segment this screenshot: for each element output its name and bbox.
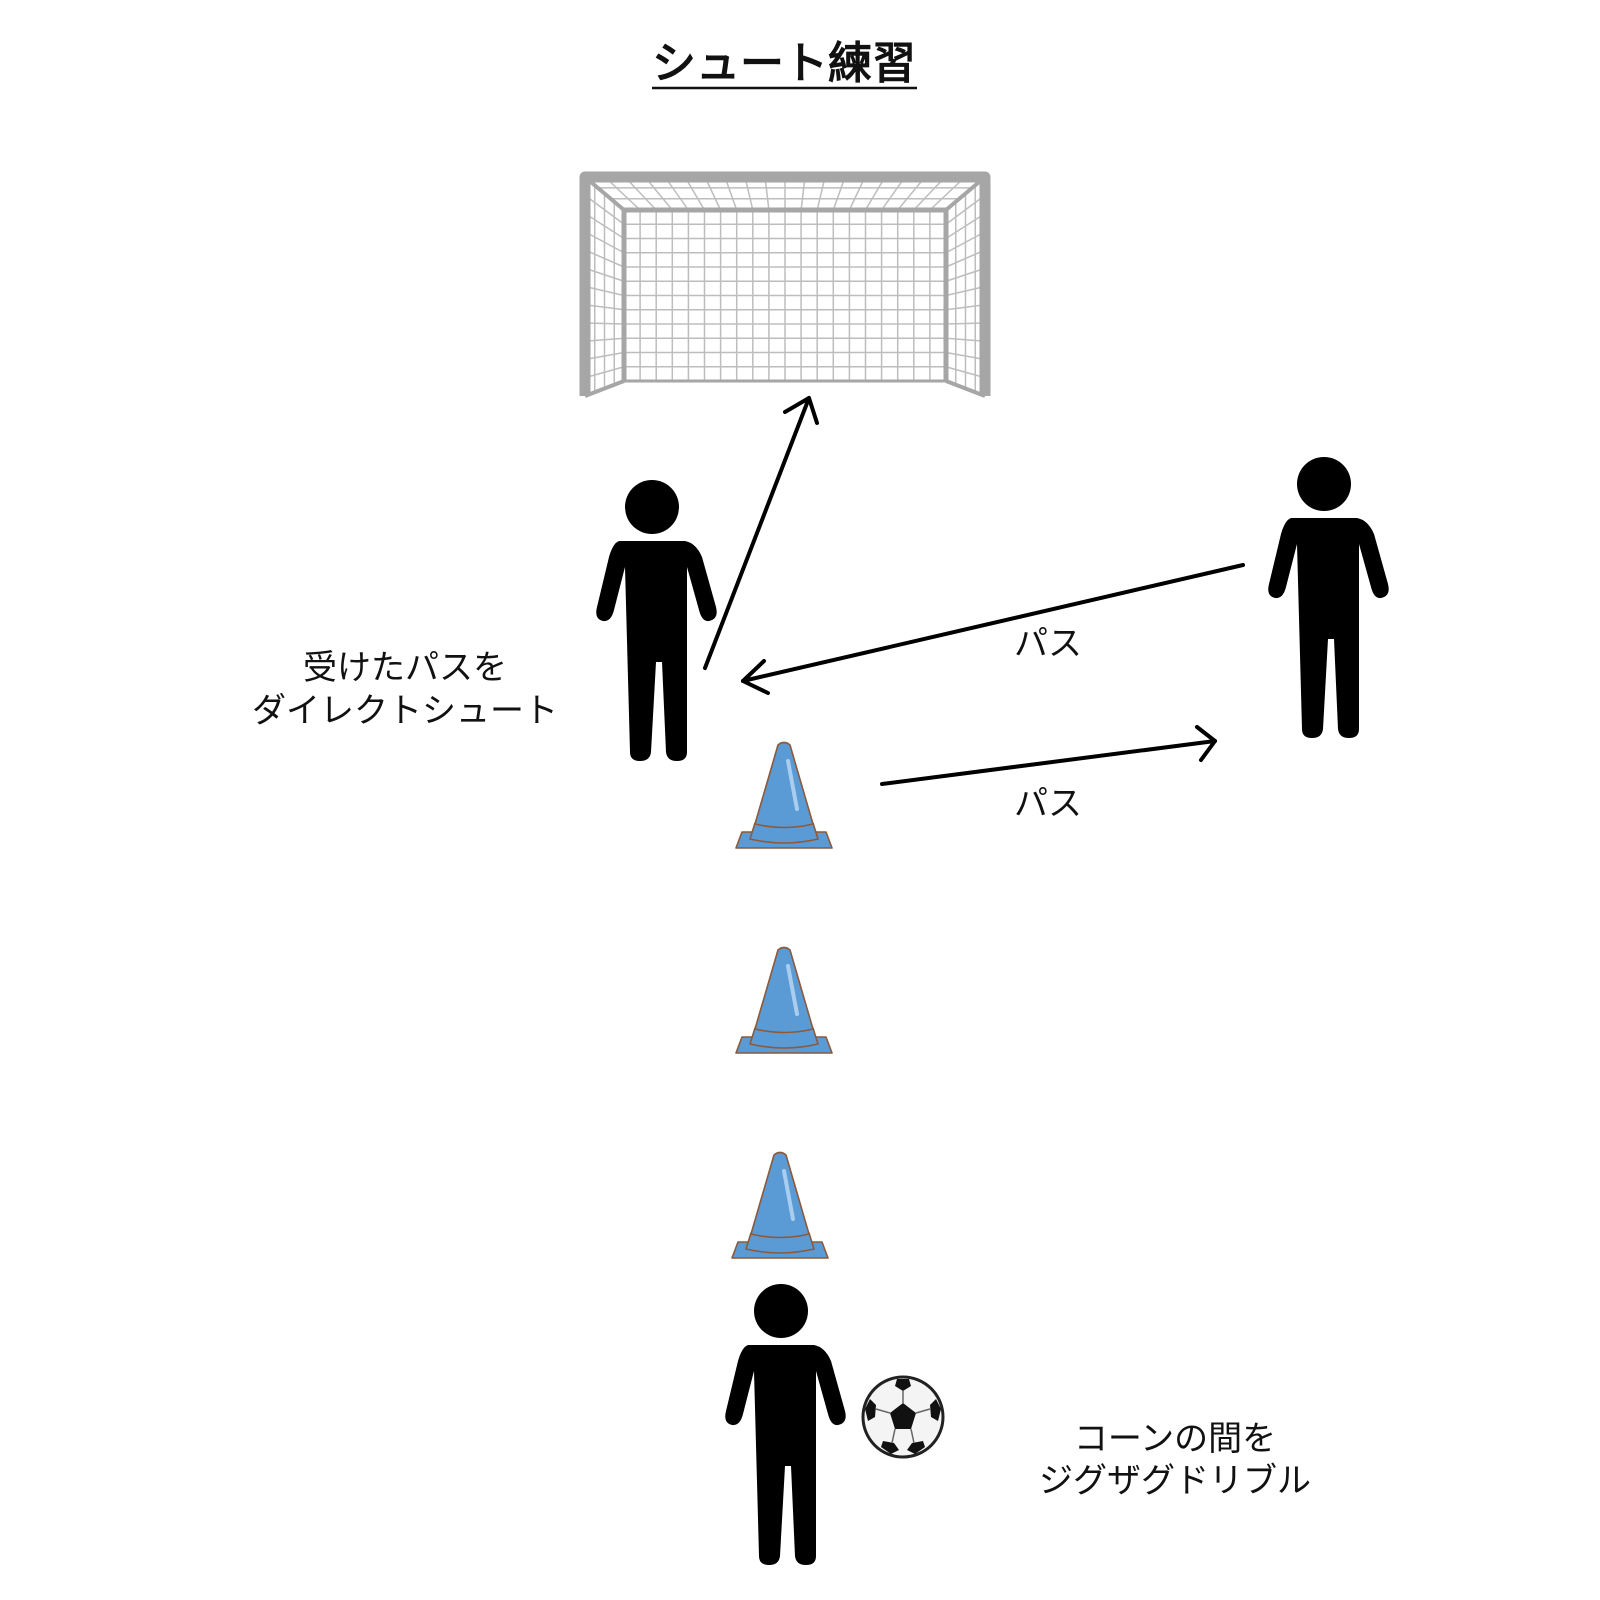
dribbler-label-line1: コーンの間を [1074,1419,1276,1459]
pass-arrow-to-shooter [741,563,1245,695]
person-icon [1268,457,1389,738]
soccer-ball-icon [861,1375,945,1459]
goal-icon [579,171,991,398]
goal-net [623,209,946,382]
person-icon [596,480,717,761]
pass-label-upper: パス [1014,624,1082,664]
page-title: シュート練習 [652,38,916,89]
cone-icon [734,740,834,850]
person-icon [725,1284,846,1565]
cone-icon [734,945,834,1055]
pass-arrow-to-passer [880,725,1217,786]
shooter-label-line1: 受けたパスを [303,648,507,688]
cone-icon [730,1150,830,1260]
pass-label-lower: パス [1014,784,1082,824]
goal-frame [579,171,991,398]
dribbler-label-line2: ジグザグドリブル [1039,1461,1311,1501]
shooter-label-line2: ダイレクトシュート [252,691,558,731]
shot-arrow [703,396,819,670]
